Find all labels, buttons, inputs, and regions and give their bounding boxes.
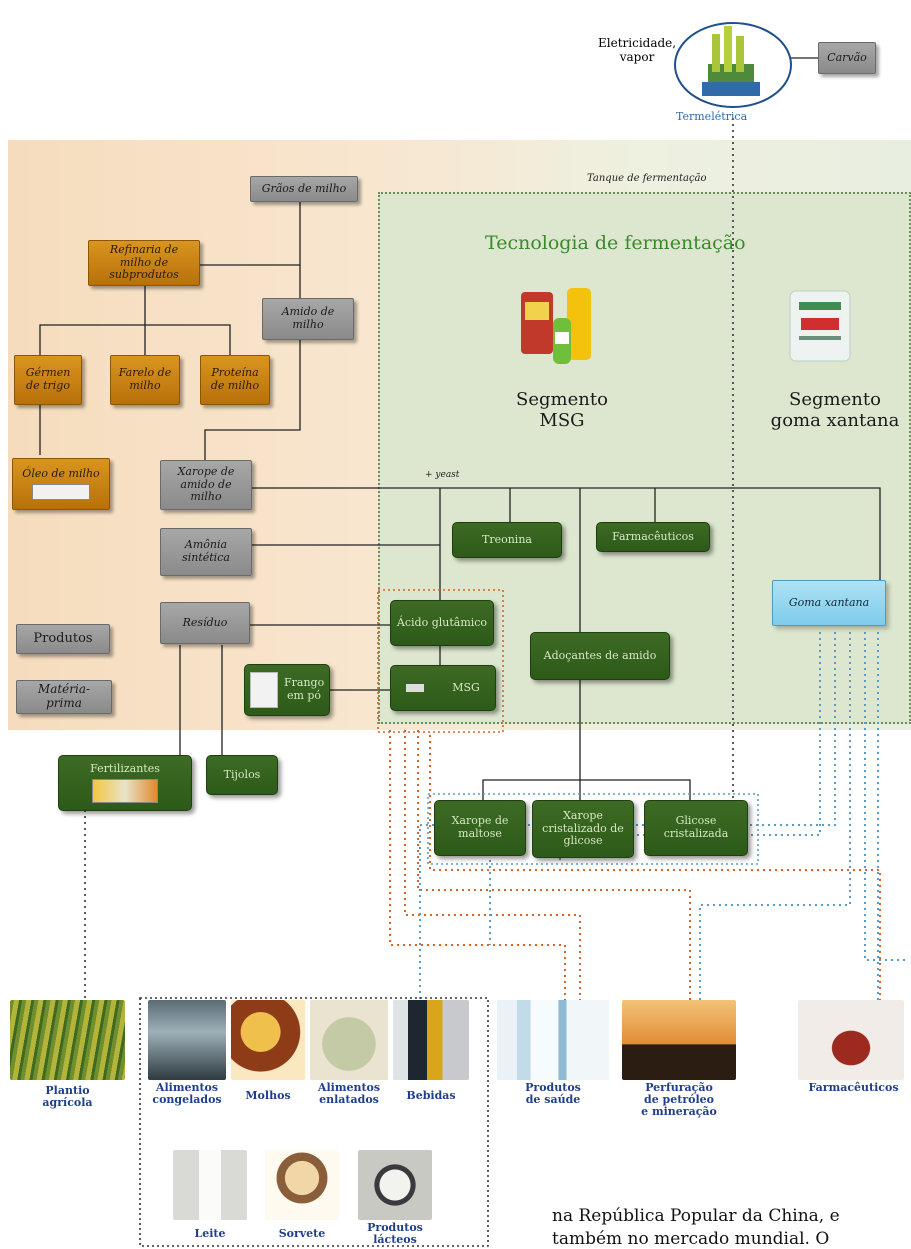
msg-pack-icon <box>406 684 425 692</box>
caption-health: Produtos de saúde <box>497 1081 609 1107</box>
caption-health-line1: Produtos <box>525 1081 581 1094</box>
caption-oil-line1: Perfuração <box>645 1081 713 1094</box>
chicken-powder-label: Frango em pó <box>284 676 325 702</box>
maltose-syrup-box: Xarope de maltose <box>434 800 526 856</box>
xanthan-box: Goma xantana <box>772 580 886 626</box>
body-text-line1: na República Popular da China, e <box>552 1206 840 1226</box>
drinks-photo <box>393 1000 469 1080</box>
msg-label: MSG <box>452 680 480 694</box>
body-text-line2: também no mercado mundial. O <box>552 1229 830 1249</box>
caption-planting-line1: Plantio <box>45 1084 90 1097</box>
segment-msg-line2: MSG <box>539 409 585 431</box>
segment-msg-line1: Segmento <box>516 389 608 410</box>
residue-box: Resíduo <box>160 602 250 644</box>
frozen-food-photo <box>148 1000 226 1080</box>
sauces-photo <box>231 1000 305 1080</box>
segment-msg: Segmento MSG <box>512 389 612 431</box>
chicken-powder-box: Frango em pó <box>244 664 330 716</box>
caption-pharma: Farmacêuticos <box>808 1081 899 1094</box>
icecream-photo <box>265 1150 339 1220</box>
caption-planting: Plantio agrícola <box>10 1084 125 1110</box>
syrup-box: Xarope de amido de milho <box>160 460 252 510</box>
crystal-syrup-box: Xarope cristalizado de glicose <box>532 800 634 858</box>
ammonia-box: Amônia sintética <box>160 528 252 576</box>
fermentation-title: Tecnologia de fermentação <box>485 232 746 254</box>
milk-photo <box>173 1150 247 1220</box>
msg-box: MSG <box>390 665 496 711</box>
caption-oil-line3: e mineração <box>641 1105 717 1119</box>
starch-box: Amido de milho <box>262 298 354 340</box>
caption-canned: Alimentos enlatados <box>306 1081 392 1107</box>
caption-oil-line2: de petróleo <box>644 1093 714 1107</box>
power-plant-icon <box>674 22 792 108</box>
caption-sauces: Molhos <box>245 1089 291 1102</box>
health-products-photo <box>497 1000 609 1080</box>
caption-frozen-line1: Alimentos <box>155 1081 219 1094</box>
fertilizers-box: Fertilizantes <box>58 755 192 811</box>
oil-bottle-icon <box>32 483 90 500</box>
glutamic-acid-box: Ácido glutâmico <box>390 600 494 646</box>
electricity-label-line1: Eletricidade, <box>598 36 677 50</box>
caption-dairy-line2: lácteos <box>373 1233 417 1247</box>
caption-canned-line2: enlatados <box>319 1093 379 1107</box>
bran-box: Farelo de milho <box>110 355 180 405</box>
tank-label: Tanque de fermentação <box>587 173 707 184</box>
caption-frozen-line2: congelados <box>152 1093 222 1107</box>
protein-box: Proteína de milho <box>200 355 270 405</box>
sweeteners-box: Adoçantes de amido <box>530 632 670 680</box>
threonine-box: Treonina <box>452 522 562 558</box>
oil-box: Óleo de milho <box>12 458 110 510</box>
caption-canned-line1: Alimentos <box>317 1081 381 1094</box>
pharma-photo <box>798 1000 904 1080</box>
xanthan-product-image <box>789 290 851 362</box>
caption-oil: Perfuração de petróleo e mineração <box>622 1081 736 1119</box>
thermo-label: Termelétrica <box>676 110 748 123</box>
fertilizers-label: Fertilizantes <box>90 762 160 776</box>
oil-label: Óleo de milho <box>22 467 100 481</box>
caption-icecream: Sorvete <box>278 1227 326 1240</box>
caption-dairy: Produtos lácteos <box>354 1221 436 1247</box>
caption-planting-line2: agrícola <box>42 1096 93 1110</box>
electricity-label-line2: vapor <box>619 50 655 65</box>
segment-xanthan: Segmento goma xantana <box>760 389 910 431</box>
planting-photo <box>10 1000 125 1080</box>
legend-products: Produtos <box>16 624 110 654</box>
chicken-powder-icon <box>250 672 278 708</box>
refinery-box: Refinaria de milho de subprodutos <box>88 240 200 286</box>
coal-box: Carvão <box>818 42 876 74</box>
caption-milk: Leite <box>194 1227 226 1240</box>
dairy-photo <box>358 1150 432 1220</box>
electricity-label: Eletricidade, vapor <box>598 36 676 65</box>
bricks-box: Tijolos <box>206 755 278 795</box>
msg-products-image <box>521 288 591 364</box>
caption-frozen: Alimentos congelados <box>144 1081 230 1107</box>
fertilizer-bag-icon <box>92 778 158 803</box>
oil-drilling-photo <box>622 1000 736 1080</box>
legend-raw-material: Matéria-prima <box>16 680 112 714</box>
yeast-label: + yeast <box>425 470 460 480</box>
caption-health-line2: de saúde <box>525 1093 581 1107</box>
crystal-glucose-box: Glicose cristalizada <box>644 800 748 856</box>
caption-dairy-line1: Produtos <box>367 1221 423 1234</box>
pharma-box: Farmacêuticos <box>596 522 710 552</box>
germ-box: Gérmen de trigo <box>14 355 82 405</box>
canned-food-photo <box>310 1000 388 1080</box>
grain-box: Grãos de milho <box>250 176 358 202</box>
segment-xanthan-line2: goma xantana <box>770 409 900 431</box>
caption-drinks: Bebidas <box>406 1089 456 1102</box>
segment-xanthan-line1: Segmento <box>789 389 881 410</box>
